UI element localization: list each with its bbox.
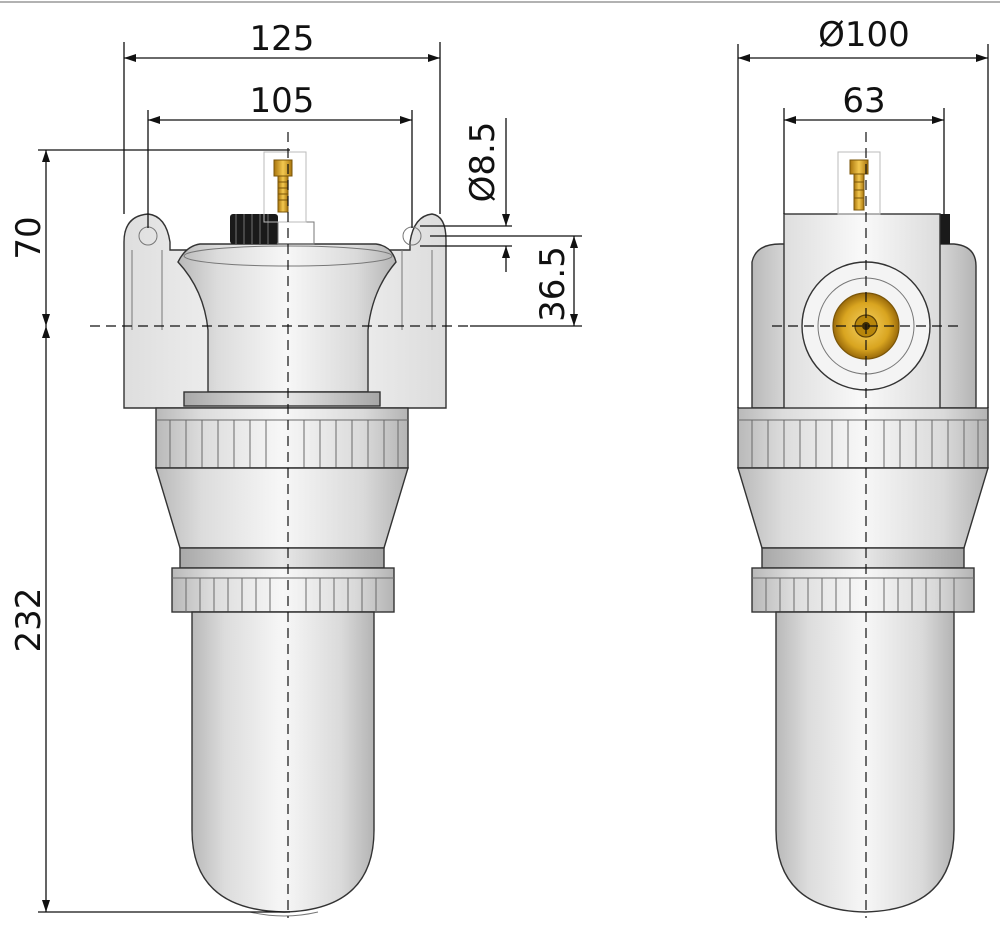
dim-left-top-height: 70 [9, 216, 49, 259]
left-bowl [191, 611, 375, 913]
left-valve-housing [277, 221, 315, 245]
right-tapered-bowl-top [737, 467, 989, 549]
right-view [737, 132, 989, 918]
left-lower-ribbed-ring [171, 567, 395, 613]
left-black-knob [230, 214, 278, 244]
left-brass-valve [273, 159, 293, 213]
right-knob-edge [938, 214, 950, 244]
dim-left-body-height: 232 [9, 588, 49, 653]
dim-right-port-width: 63 [842, 81, 885, 121]
left-view [90, 132, 470, 918]
dim-left-port-diameter: Ø8.5 [463, 122, 503, 203]
right-bowl [775, 611, 955, 913]
right-upper-ribbed-ring [737, 407, 989, 469]
dim-right-overall-diameter: Ø100 [818, 15, 910, 55]
dim-left-mount-width: 105 [250, 81, 315, 121]
right-brass-valve [837, 151, 881, 215]
right-lower-ribbed-ring [751, 567, 975, 613]
dim-left-overall-width: 125 [250, 19, 315, 59]
left-valve-sight [263, 151, 307, 223]
left-tapered-bowl-top [155, 467, 409, 549]
dimension-lines [38, 42, 989, 913]
left-head-neck [177, 243, 397, 393]
left-upper-ribbed-ring [155, 407, 409, 469]
dim-left-offset: 36.5 [533, 246, 573, 322]
